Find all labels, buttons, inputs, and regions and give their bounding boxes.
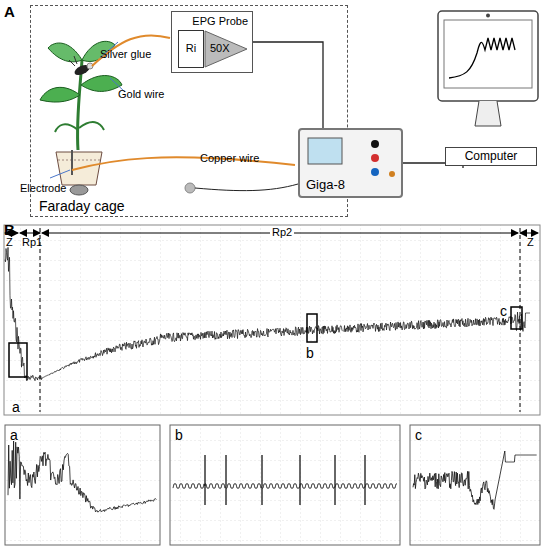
panel-letter: c [415,428,422,443]
panel-letter: a [10,428,18,443]
node-label: 50X [210,42,230,54]
node-label: EPG Probe [192,15,248,27]
cable [253,42,323,128]
probe-box: EPG ProbeRi 50X [171,11,253,73]
box-letter: c [500,304,507,319]
phase-label: Z [6,236,13,248]
node-label: Computer [445,147,537,166]
gold-wire [92,35,170,66]
amplifier-triangle: 50X [204,30,248,68]
node-label: Giga-8 [306,178,345,192]
box-letter: a [12,400,20,415]
giga8-device: Giga-8 [298,128,403,198]
node-label: Faraday cage [39,199,125,214]
waveform [5,247,530,380]
callout: Silver glue [100,48,151,60]
callout: Electrode [20,182,66,194]
phase-label: Z [527,236,534,248]
phase-label: Rp1 [22,236,42,248]
node-label: Ri [179,42,203,54]
phase-label: Rp2 [270,226,294,238]
panel-letter: A [4,4,15,21]
computer: Computer [435,8,541,168]
leader-line [50,42,125,178]
ground [185,183,195,193]
plant [40,41,122,195]
resistor-box: Ri [178,30,204,68]
panel-letter: b [175,428,183,443]
callout: Gold wire [118,88,164,100]
copper-wire [72,157,295,170]
callout: Copper wire [200,152,259,164]
chart-frame [4,225,540,415]
box-letter: b [306,346,314,361]
